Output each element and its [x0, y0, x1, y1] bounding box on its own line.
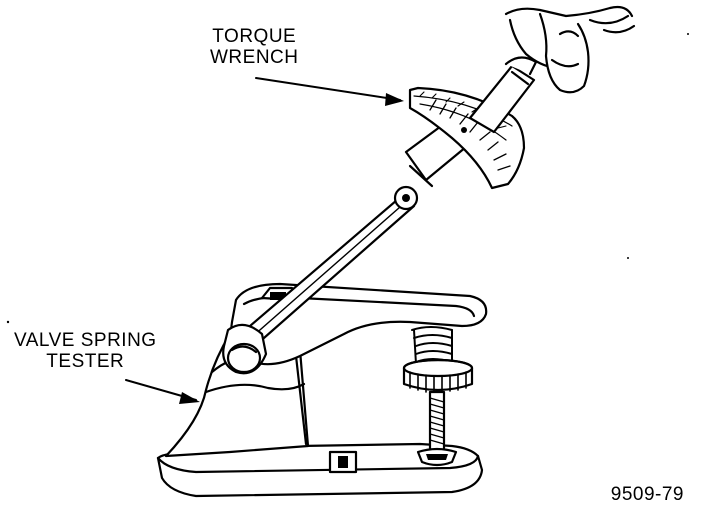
valve-spring — [411, 326, 453, 365]
valve-spring-tester-label: VALVE SPRING TESTER — [14, 330, 157, 372]
wrench-handle — [468, 56, 538, 134]
torque-wrench-leader — [255, 77, 401, 101]
tester-base — [156, 442, 484, 498]
adjusting-nut — [402, 358, 474, 393]
hand — [504, 5, 636, 94]
figure-number: 9509-79 — [610, 484, 684, 505]
specks — [6, 33, 689, 324]
torque-wrench-label: TORQUE WRENCH — [210, 26, 299, 68]
torque-wrench-label-line1: TORQUE — [212, 26, 297, 47]
torque-wrench-label-line2: WRENCH — [210, 47, 299, 68]
callout-arrows — [125, 77, 404, 404]
valve-spring-tester-label-line2: TESTER — [46, 351, 125, 372]
tester-arrowhead — [179, 392, 200, 404]
threaded-screw — [416, 390, 458, 467]
torque-wrench-arrowhead — [385, 93, 404, 106]
valve-spring-tester-label-line1: VALVE SPRING — [14, 330, 157, 351]
torque-wrench-bar — [222, 185, 419, 375]
